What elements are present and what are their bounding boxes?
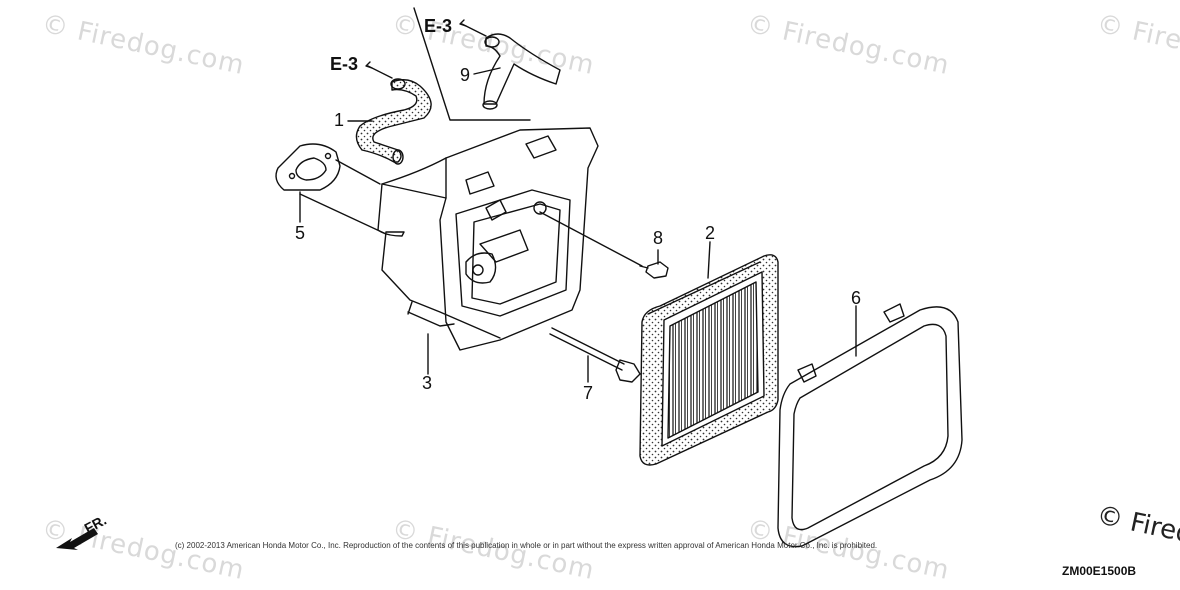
assembly-line <box>299 193 387 235</box>
assembly-line <box>539 211 643 267</box>
callout-6: 6 <box>851 288 862 308</box>
leader-9 <box>473 67 501 75</box>
callout-5: 5 <box>295 223 306 243</box>
breather-hose-1 <box>355 79 432 163</box>
callout-9: 9 <box>460 65 471 85</box>
air-cleaner-case-3 <box>377 127 599 351</box>
reference-e3-left: E-3 <box>330 54 359 74</box>
diagram-code: ZM00E1500B <box>1062 564 1137 578</box>
callout-7: 7 <box>583 383 594 403</box>
callout-2: 2 <box>705 223 716 243</box>
reference-e3-right: E-3 <box>424 16 453 36</box>
bolt-8 <box>639 261 669 279</box>
bolt-7 <box>549 327 641 383</box>
callout-8: 8 <box>653 228 664 248</box>
copyright-notice: (c) 2002-2013 American Honda Motor Co., … <box>175 541 878 550</box>
assembly-line <box>335 159 381 185</box>
filter-element-2 <box>639 254 779 466</box>
leader-2 <box>707 241 711 279</box>
gasket-5 <box>275 143 341 191</box>
callout-1: 1 <box>334 110 345 130</box>
air-cleaner-cover-6 <box>777 303 963 548</box>
hose-bracket-line <box>413 7 531 121</box>
front-direction-arrow <box>56 528 98 550</box>
breather-hose-9 <box>483 33 561 105</box>
callout-3: 3 <box>422 373 433 393</box>
